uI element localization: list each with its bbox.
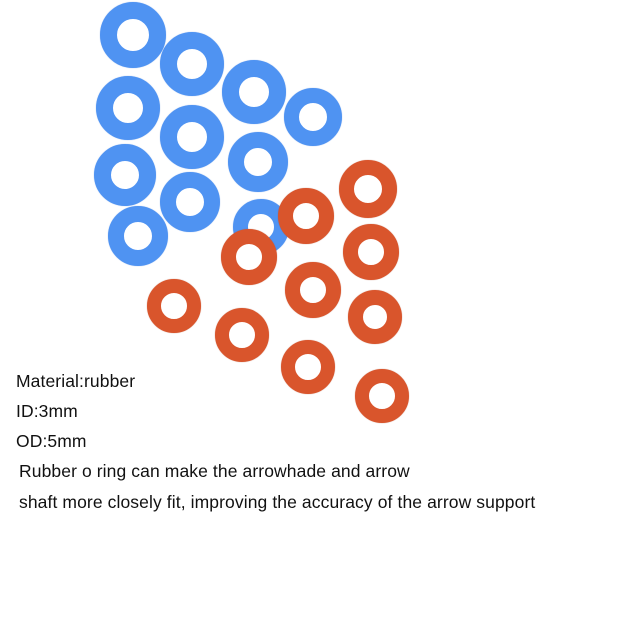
red-o-ring <box>285 262 341 318</box>
blue-o-ring <box>96 76 160 140</box>
description-line-1: Rubber o ring can make the arrowhade and… <box>19 461 410 481</box>
blue-o-ring <box>222 60 286 124</box>
blue-o-ring <box>108 206 168 266</box>
red-o-ring <box>147 279 201 333</box>
red-o-ring <box>348 290 402 344</box>
red-o-ring <box>221 229 277 285</box>
blue-o-ring <box>284 88 342 146</box>
blue-o-ring <box>94 144 156 206</box>
blue-o-ring <box>160 172 220 232</box>
specifications-block: Material:rubber ID:3mm OD:5mm Rubber o r… <box>16 366 616 518</box>
inner-diameter-spec: ID:3mm <box>16 401 78 421</box>
red-o-ring <box>343 224 399 280</box>
red-o-ring <box>215 308 269 362</box>
blue-o-ring <box>160 32 224 96</box>
blue-o-ring <box>233 199 289 255</box>
red-o-ring <box>339 160 397 218</box>
description-line-2: shaft more closely fit, improving the ac… <box>19 492 536 512</box>
blue-o-ring <box>100 2 166 68</box>
outer-diameter-spec: OD:5mm <box>16 431 87 451</box>
blue-o-ring <box>160 105 224 169</box>
material-spec: Material:rubber <box>16 371 136 391</box>
blue-o-ring <box>228 132 288 192</box>
red-o-ring <box>278 188 334 244</box>
